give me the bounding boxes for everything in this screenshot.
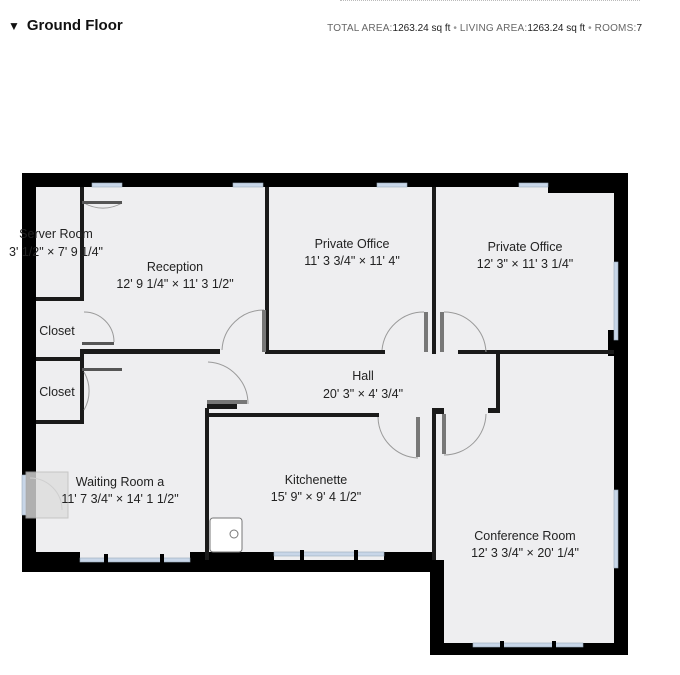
room-name-closet-1: Closet [39,324,75,338]
room-name-hall: Hall [352,369,374,383]
door-office-2-swing [443,311,487,353]
windows [21,182,619,648]
room-name-kitchenette: Kitchenette [285,473,348,487]
door-conference-swing [443,413,487,456]
window-mullions [104,550,556,653]
floor-header: ▼ Ground Floor TOTAL AREA:1263.24 sq ft•… [0,0,680,44]
room-name-server-room: Server Room [19,227,93,241]
room-name-reception: Reception [147,260,203,274]
room-dims-reception: 12' 9 1/4" × 11' 3 1/2" [116,277,233,291]
door-waiting-swing [207,361,249,405]
doors [25,201,487,519]
door-office-1-leaf [424,312,428,352]
door-reception-swing [221,309,265,351]
room-name-private-office-1: Private Office [315,237,390,251]
door-conference-leaf [442,414,446,454]
door-office-1-swing [381,311,425,351]
room-name-closet-2: Closet [39,385,75,399]
kitchen-appliance [209,517,243,553]
room-name-private-office-2: Private Office [488,240,563,254]
door-exterior-panel [25,471,69,519]
room-dims-conference-room: 12' 3 3/4" × 20' 1/4" [471,546,579,560]
stats-separator: • [453,23,457,34]
room-dims-waiting-room: 11' 7 3/4" × 14' 1 1/2" [61,492,178,506]
door-server-room-swing [83,202,123,209]
room-dims-private-office-2: 12' 3" × 11' 3 1/4" [477,257,573,271]
room-dims-private-office-1: 11' 3 3/4" × 11' 4" [304,254,400,268]
room-name-waiting-room: Waiting Room a [76,475,165,489]
room-dims-kitchenette: 15' 9" × 9' 4 1/2" [271,490,361,504]
total-area-label: TOTAL AREA: [327,23,393,34]
door-reception-leaf [262,310,266,352]
total-area-value: 1263.24 sq ft [392,23,451,34]
living-area-value: 1263.24 sq ft [527,23,586,34]
living-area-label: LIVING AREA: [459,23,528,34]
stats-separator: • [588,23,592,34]
area-stats: TOTAL AREA:1263.24 sq ft•LIVING AREA:126… [327,23,642,34]
floor-title: Ground Floor [26,17,123,34]
door-closet-1-leaf [82,342,114,345]
rooms-value: 7 [636,23,642,34]
door-closet-2-leaf [82,368,122,371]
collapse-caret-icon[interactable]: ▼ [8,18,20,33]
room-name-conference-room: Conference Room [474,529,575,543]
floor-toggle[interactable]: ▼ Ground Floor [8,17,123,34]
door-kitchen-leaf [416,417,420,457]
rooms-label: ROOMS: [594,23,637,34]
door-kitchen-swing [377,416,419,459]
room-dims-server-room: 3' 1/2" × 7' 9 1/4" [9,245,103,259]
header-divider [340,0,640,1]
door-server-room-leaf [82,201,122,204]
room-dims-hall: 20' 3" × 4' 3/4" [323,387,403,401]
door-office-2-leaf [440,312,444,352]
door-closet-2-swing [83,371,90,411]
door-closet-1-swing [83,311,115,343]
door-waiting-leaf [207,400,247,404]
interior-walls [36,187,614,560]
